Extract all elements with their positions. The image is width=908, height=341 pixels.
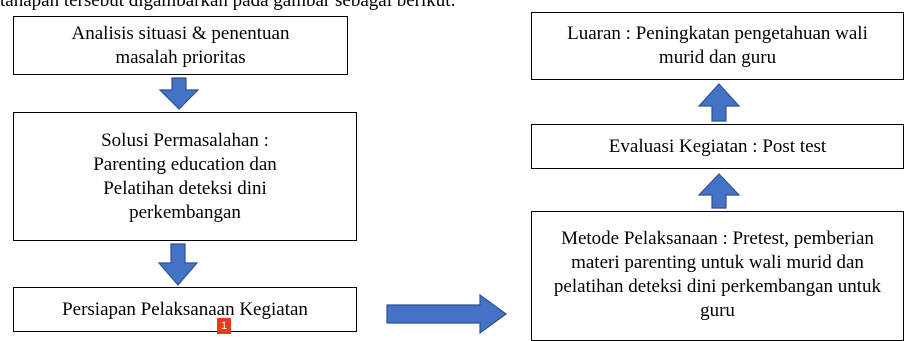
down-arrow-1 bbox=[158, 77, 200, 110]
step-situation-analysis-label: Analisis situasi & penentuan masalah pri… bbox=[71, 22, 290, 68]
step-preparation-label: Persiapan Pelaksanaan Kegiatan bbox=[62, 298, 308, 320]
down-arrow-2 bbox=[157, 243, 199, 286]
step-preparation-box: Persiapan Pelaksanaan Kegiatan bbox=[13, 287, 357, 332]
right-arrow bbox=[386, 293, 508, 335]
method-label: Metode Pelaksanaan : Pretest, pemberian … bbox=[553, 228, 882, 321]
comment-marker[interactable]: 1 bbox=[217, 318, 231, 334]
step-solution-box: Solusi Permasalahan : Parenting educatio… bbox=[13, 112, 357, 241]
up-arrow-1 bbox=[697, 173, 741, 209]
method-box: Metode Pelaksanaan : Pretest, pemberian … bbox=[531, 211, 904, 341]
evaluation-box: Evaluasi Kegiatan : Post test bbox=[531, 124, 904, 169]
evaluation-label: Evaluasi Kegiatan : Post test bbox=[608, 135, 827, 157]
up-arrow-2 bbox=[697, 83, 741, 122]
output-box: Luaran : Peningkatan pengetahuan wali mu… bbox=[531, 12, 904, 80]
output-label: Luaran : Peningkatan pengetahuan wali mu… bbox=[567, 23, 868, 68]
step-situation-analysis-box: Analisis situasi & penentuan masalah pri… bbox=[13, 16, 348, 75]
step-solution-label: Solusi Permasalahan : Parenting educatio… bbox=[93, 129, 277, 223]
intro-text: tahapan tersebut digambarkan pada gambar… bbox=[0, 0, 456, 11]
